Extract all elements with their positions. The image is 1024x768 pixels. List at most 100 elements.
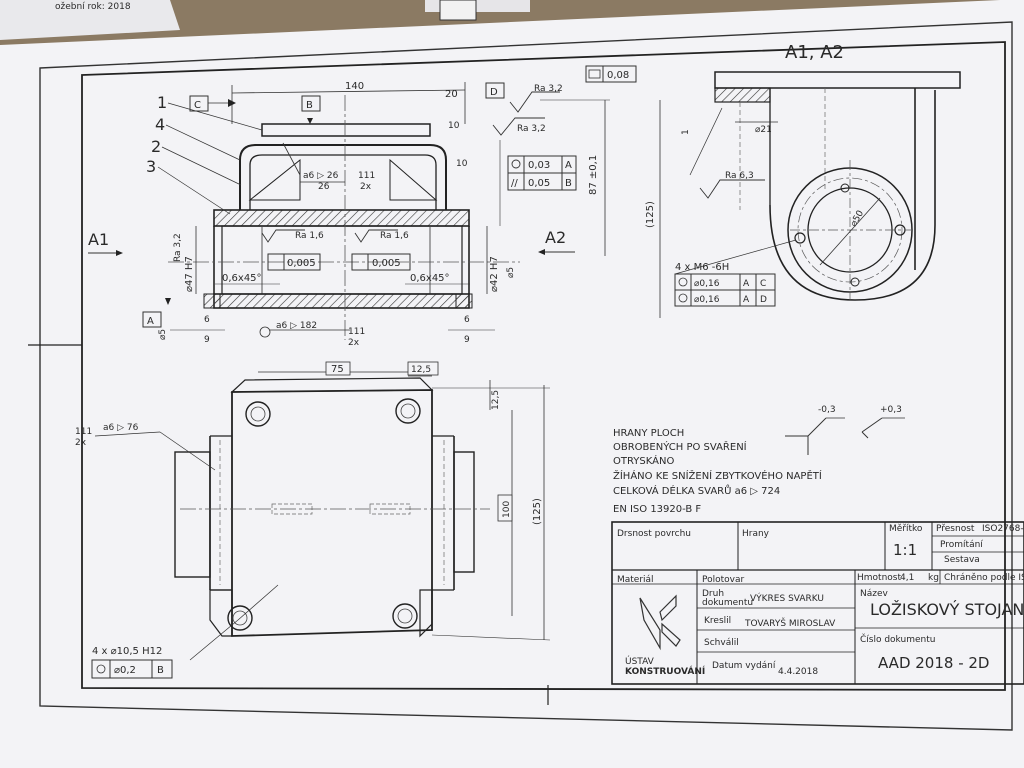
datum-d: D (490, 87, 498, 98)
tb-cislo-label: Číslo dokumentu (860, 633, 935, 645)
pos-ref-c: C (760, 279, 766, 289)
tb-meritko-label: Měřítko (889, 524, 923, 534)
tb-schvalil: Schválil (704, 638, 739, 648)
logo-line-2: KONSTRUOVÁNÍ (625, 665, 706, 677)
datum-a: A (147, 316, 154, 327)
svg-text://: // (511, 178, 518, 189)
weld-a6-26: a6 ▷ 26 (303, 171, 339, 181)
dim-140: 140 (345, 81, 364, 92)
dim-d5-left: ⌀5 (158, 329, 168, 340)
dim-1: 1 (681, 129, 691, 135)
plan-weld-a6-76: a6 ▷ 76 (103, 423, 139, 433)
note-line-3: OTRYSKÁNO (613, 454, 674, 467)
edge-plus: +0,3 (880, 405, 902, 415)
dim-d47: ⌀47 H7 (184, 256, 195, 292)
thread-label: 4 x M6 -6H (675, 262, 729, 273)
plan-dim-125a: 12,5 (411, 365, 431, 375)
section-view: 140 20 10 10 87 ±0,1 ⌀47 H7 Ra 3,2 ⌀42 H… (88, 65, 637, 348)
flat-tol-b: 0,005 (372, 258, 401, 269)
side-view: A1, A2 ⌀50 ⌀21 1 (125) Ra 6,3 4 x M6 -6H (645, 42, 961, 318)
tb-nazev-value: LOŽISKOVÝ STOJAN (870, 600, 1024, 619)
tb-druh-2: dokumentu (702, 598, 753, 608)
part-2: 2 (151, 137, 161, 156)
plan-weld-111: 111 (75, 427, 92, 437)
tb-promitani: Promítání (940, 540, 983, 550)
tb-datum-label: Datum vydání (712, 661, 776, 671)
tb-kreslil-value: TOVARYŠ MIROSLAV (744, 617, 836, 629)
dim-d42: ⌀42 H7 (489, 256, 500, 292)
part-3: 3 (146, 157, 156, 176)
tb-datum-value: 4.4.2018 (778, 667, 818, 677)
pos-ref-a2: A (743, 295, 750, 305)
dim-6-left: 6 (204, 315, 210, 325)
pos-ref-a1: A (743, 279, 750, 289)
notes-block: HRANY PLOCH OBROBENÝCH PO SVAŘENÍ OTRYSK… (613, 405, 905, 515)
tol-005-ref: B (565, 178, 572, 189)
chamfer-right: 0,6x45° (410, 273, 450, 284)
outer-frame (39, 21, 1013, 731)
dim-9-right: 9 (464, 335, 470, 345)
plan-dim-100: 100 (502, 501, 512, 518)
logo-line-1: ÚSTAV (625, 655, 655, 667)
institute-logo: ÚSTAV KONSTRUOVÁNÍ (625, 594, 706, 677)
tb-presnost-value: ISO2768-m (982, 524, 1024, 534)
under-sheet (0, 0, 180, 40)
tol-003: 0,03 (528, 160, 550, 171)
tb-cislo-value: AAD 2018 - 2D (878, 654, 989, 672)
tb-nazev-label: Název (860, 589, 889, 599)
tb-polotovar: Polotovar (702, 575, 744, 585)
side-dim-125: (125) (645, 201, 656, 228)
dim-d21: ⌀21 (755, 125, 772, 135)
tol-005: 0,05 (528, 178, 550, 189)
tb-druh-1: Druh (702, 589, 724, 599)
tb-chraneno: Chráněno podle ISO 16016 (944, 573, 1024, 583)
ra-32-mid: Ra 3,2 (517, 124, 546, 134)
weld-111: 111 (358, 171, 375, 181)
plan-view: 75 12,5 12,5 100 (125) 111 2x a6 ▷ 76 4 … (75, 361, 551, 679)
flat-tol-a: 0,005 (287, 258, 316, 269)
ra-32-top: Ra 3,2 (534, 84, 563, 94)
tb-hmotnost-label: Hmotnost (857, 573, 901, 583)
tb-drsnost: Drsnost povrchu (617, 529, 691, 539)
chamfer-left: 0,6x45° (222, 273, 262, 284)
pos-ref-d: D (760, 295, 767, 305)
weld-2x: 2x (360, 182, 372, 192)
pos-tol-1: ⌀0,16 (694, 279, 720, 289)
ra-32-left: Ra 3,2 (173, 233, 183, 262)
pos-tol-2: ⌀0,16 (694, 295, 720, 305)
plan-dim-75: 75 (331, 364, 344, 375)
tb-hmotnost-unit: kg (928, 573, 939, 583)
ra-63: Ra 6,3 (725, 171, 754, 181)
tb-meritko-value: 1:1 (893, 541, 917, 559)
tb-hmotnost-value: 4,1 (900, 573, 914, 583)
note-line-2: OBROBENÝCH PO SVAŘENÍ (613, 440, 747, 453)
view-a2: A2 (545, 228, 566, 247)
dim-87: 87 ±0,1 (588, 155, 599, 195)
side-view-title: A1, A2 (785, 42, 844, 63)
plan-dim-125b: 12,5 (491, 390, 501, 410)
tb-druh-value: VÝKRES SVARKU (750, 592, 824, 604)
hole-tol: ⌀0,2 (114, 665, 136, 676)
note-line-4: ŽÍHÁNO KE SNÍŽENÍ ZBYTKOVÉHO NAPĚTÍ (613, 469, 822, 482)
holes-label: 4 x ⌀10,5 H12 (92, 646, 162, 657)
marker-cap (439, 0, 477, 21)
tb-presnost-label: Přesnost (936, 524, 975, 534)
tb-kreslil-label: Kreslil (704, 616, 731, 626)
edge-minus: -0,3 (818, 405, 836, 415)
note-line-6: EN ISO 13920-B F (613, 504, 701, 515)
part-4: 4 (155, 115, 165, 134)
weld-a6-182: a6 ▷ 182 (276, 321, 317, 331)
header-fragment: ožební rok: 2018 (55, 2, 131, 12)
title-block: Drsnost povrchu Hrany Měřítko 1:1 Přesno… (611, 521, 1024, 685)
part-1: 1 (157, 93, 167, 112)
tb-sestava: Sestava (944, 555, 980, 565)
inner-frame (81, 41, 1006, 691)
dim-9-left: 9 (204, 335, 210, 345)
ra-16-left: Ra 1,6 (295, 231, 324, 241)
note-line-1: HRANY PLOCH (613, 428, 684, 439)
weld-111b: 111 (348, 327, 365, 337)
note-line-5: CELKOVÁ DÉLKA SVARŮ a6 ▷ 724 (613, 484, 780, 497)
datum-b: B (306, 100, 313, 111)
